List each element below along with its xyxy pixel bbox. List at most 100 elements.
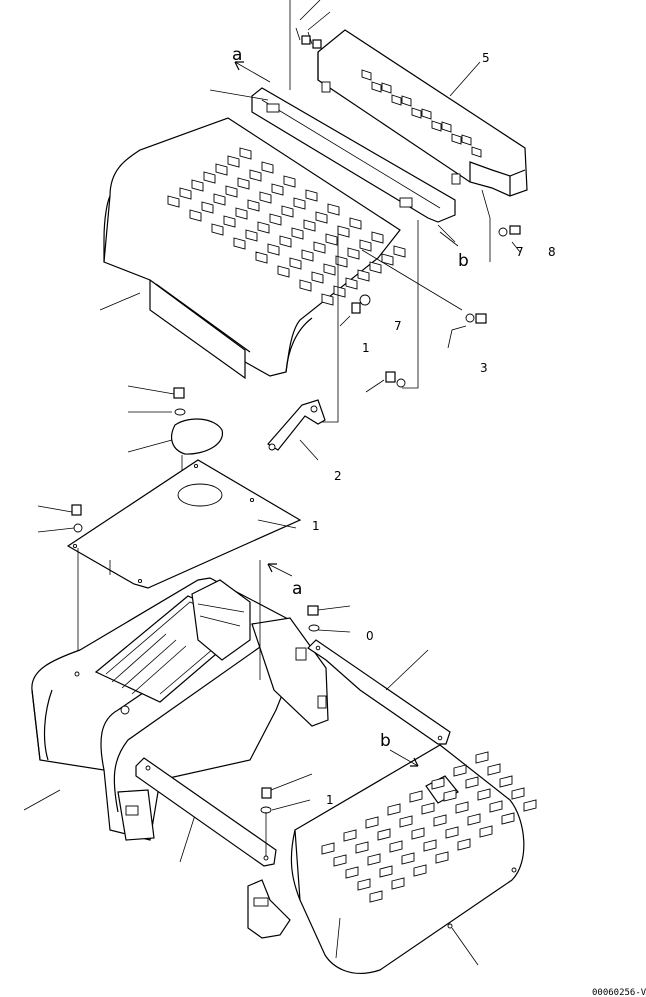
vent-slot: [361, 69, 372, 81]
vent-slot: [479, 825, 493, 838]
view-ref-b-lower: b: [380, 731, 391, 751]
vent-slot: [167, 195, 180, 208]
vent-slot: [381, 82, 392, 94]
support-bracket: [267, 399, 326, 461]
vent-slot: [345, 277, 358, 290]
callout-5: 5: [482, 51, 490, 65]
vent-slot: [523, 799, 537, 812]
view-arrow-b-lower: [389, 749, 419, 767]
vent-slot: [313, 241, 326, 254]
view-arrow-a-upper: [234, 61, 271, 83]
vent-slot: [289, 257, 302, 270]
vent-slot: [293, 197, 306, 210]
vent-slot: [411, 107, 422, 119]
vent-slot: [475, 751, 489, 764]
view-ref-a-lower: a: [292, 579, 302, 599]
vent-slot: [379, 865, 393, 878]
callout-2: 2: [334, 469, 342, 483]
callout-1-mid: 1: [362, 341, 370, 355]
vent-slot: [347, 247, 360, 260]
vent-slot: [235, 207, 248, 220]
vent-slot: [201, 201, 214, 214]
vent-slot: [279, 235, 292, 248]
vent-slot: [255, 251, 268, 264]
vent-slot: [369, 261, 382, 274]
vent-slot: [239, 147, 252, 160]
vent-slot: [269, 213, 282, 226]
vent-slot: [249, 169, 262, 182]
vent-slot: [315, 211, 328, 224]
vent-slot: [443, 789, 457, 802]
vent-slot: [245, 229, 258, 242]
vent-slot: [487, 763, 501, 776]
vent-slot: [365, 816, 379, 829]
vent-slot: [321, 293, 334, 306]
vent-slot: [333, 854, 347, 867]
vent-slot: [477, 788, 491, 801]
vent-slot: [189, 209, 202, 222]
vent-slot: [343, 829, 357, 842]
vent-slot: [283, 175, 296, 188]
vent-slot: [391, 94, 402, 106]
vent-slot: [499, 775, 513, 788]
vent-slot: [371, 81, 382, 93]
callout-0-bolt: 0: [366, 629, 374, 643]
vent-slot: [393, 245, 406, 258]
vent-slot: [225, 185, 238, 198]
vent-slot: [371, 231, 384, 244]
vent-slot: [391, 877, 405, 890]
view-arrow-a-lower: [267, 563, 293, 577]
vent-slot: [191, 179, 204, 192]
vent-slot: [359, 239, 372, 252]
callout-8: 8: [548, 245, 556, 259]
vent-slot: [277, 265, 290, 278]
vent-slot: [381, 253, 394, 266]
vent-slot: [261, 161, 274, 174]
lower-rear-cover: [247, 744, 537, 975]
vent-slot: [413, 864, 427, 877]
vent-slot: [215, 163, 228, 176]
vent-slot: [423, 839, 437, 852]
vent-slot: [421, 108, 432, 120]
vent-slot: [233, 237, 246, 250]
view-ref-b-upper: b: [458, 251, 469, 271]
callout-1-plate: 1: [312, 519, 320, 533]
vent-slot: [453, 764, 467, 777]
vent-slot: [301, 249, 314, 262]
vent-slot: [511, 787, 525, 800]
vent-slot: [267, 243, 280, 256]
vent-slot: [441, 121, 452, 133]
vent-slot: [335, 255, 348, 268]
vent-slot: [237, 177, 250, 190]
vent-slot: [389, 840, 403, 853]
vent-slot: [411, 827, 425, 840]
vent-slot: [367, 853, 381, 866]
vent-slot: [357, 878, 371, 891]
vent-slot: [303, 219, 316, 232]
vent-slot: [213, 193, 226, 206]
lower-cover-vent-grid: [321, 751, 537, 903]
vent-slot: [257, 221, 270, 234]
callout-3: 3: [480, 361, 488, 375]
hood-vent-grid: [167, 147, 406, 306]
view-ref-a-upper: a: [232, 45, 242, 65]
vent-slot: [461, 134, 472, 146]
vent-slot: [227, 155, 240, 168]
vent-slot: [431, 777, 445, 790]
vent-slot: [291, 227, 304, 240]
vent-slot: [409, 790, 423, 803]
vent-slot: [421, 802, 435, 815]
vent-slot: [399, 815, 413, 828]
vent-slot: [179, 187, 192, 200]
upper-leader-lines: [99, 0, 521, 423]
upper-bolts: [295, 27, 521, 388]
access-plate: [37, 459, 302, 680]
vent-slot: [247, 199, 260, 212]
vent-slot: [377, 828, 391, 841]
vent-slot: [357, 269, 370, 282]
vent-slot: [455, 801, 469, 814]
vent-slot: [327, 203, 340, 216]
vent-slot: [321, 842, 335, 855]
vent-slot: [271, 183, 284, 196]
top-cover-vent-grid: [361, 69, 482, 158]
